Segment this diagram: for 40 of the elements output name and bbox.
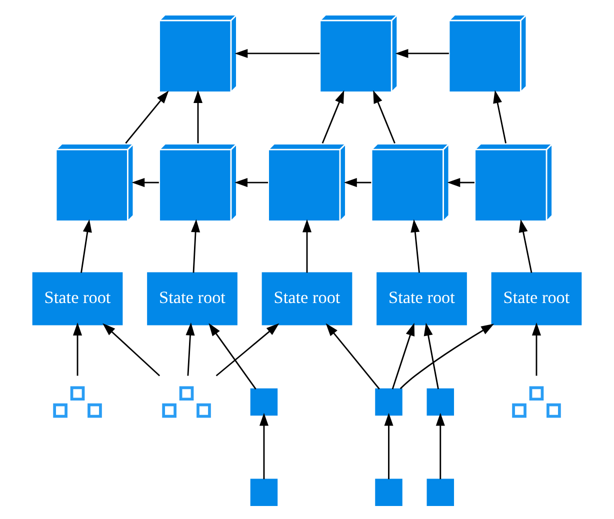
arrow: [384, 412, 394, 479]
arrow: [532, 322, 542, 376]
arrow: [302, 218, 312, 272]
node-box: [426, 388, 454, 416]
arrow: [410, 218, 420, 272]
arrow: [424, 322, 439, 389]
arrow: [193, 90, 203, 143]
arrow: [80, 218, 92, 272]
arrow: [125, 90, 169, 144]
arrow: [72, 322, 82, 376]
arrow: [259, 412, 268, 479]
arrow: [493, 90, 506, 143]
node-box: State root: [491, 272, 582, 325]
node-box: [250, 388, 278, 416]
arrow: [191, 218, 200, 272]
arrow: [234, 48, 320, 58]
arrow: [400, 323, 494, 389]
arrow: [395, 48, 449, 58]
arrow: [436, 412, 445, 479]
arrow: [447, 178, 474, 187]
arrow: [326, 322, 380, 389]
arrow: [373, 90, 396, 144]
node-box: [426, 478, 454, 506]
arrow: [234, 178, 268, 187]
node-box: [375, 388, 402, 416]
node-box: State root: [32, 272, 123, 325]
node-box: State root: [262, 272, 352, 325]
arrow: [322, 90, 344, 144]
arrow: [132, 178, 159, 187]
arrow: [102, 322, 160, 376]
arrow: [344, 178, 372, 187]
arrow: [518, 218, 532, 272]
arrow: [208, 322, 256, 389]
node-box: [250, 478, 278, 506]
arrow: [186, 322, 195, 376]
node-box: State root: [147, 272, 238, 325]
node-box: State root: [376, 272, 467, 325]
arrow: [392, 322, 415, 389]
arrow: [216, 322, 280, 376]
node-box: [375, 478, 402, 506]
